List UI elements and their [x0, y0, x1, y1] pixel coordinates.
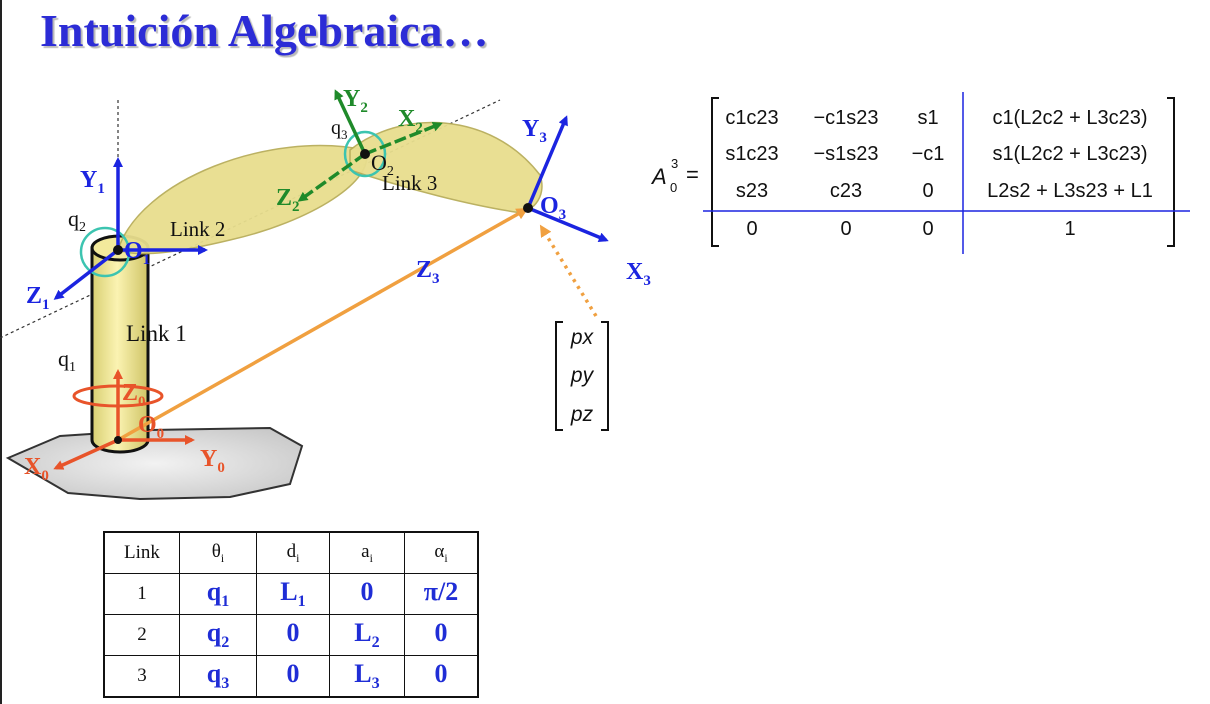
- z2-label: Z2: [276, 185, 300, 215]
- matrix-right-bracket: [1167, 97, 1175, 247]
- vector-left-bracket: [555, 321, 563, 431]
- matrix-cell: 1: [1064, 218, 1075, 240]
- matrix-cell: c23: [830, 180, 862, 202]
- table-header-row: Link θi di ai αi: [103, 531, 479, 574]
- cell-theta: q2: [179, 614, 257, 656]
- vector-cells: px py pz: [570, 326, 595, 426]
- y2-label: Y2: [343, 86, 368, 116]
- matrix-cell: 0: [746, 218, 757, 240]
- y3-axis: [526, 115, 568, 209]
- cell-a: 0: [329, 573, 405, 615]
- matrix-cell: 0: [840, 218, 851, 240]
- o0-label: O0: [138, 412, 164, 442]
- cell-d: 0: [256, 655, 330, 698]
- matrix-cell: s23: [736, 180, 768, 202]
- x0-label: X0: [24, 454, 49, 484]
- origin-2-dot: [360, 149, 370, 159]
- cell-theta: q1: [179, 573, 257, 615]
- y2-axis: [334, 89, 367, 155]
- origin-3-dot: [523, 203, 533, 213]
- y3-label: Y3: [522, 116, 547, 146]
- joint-q2-label: q2: [68, 206, 86, 235]
- matrix-cell: −c1s23: [813, 107, 878, 129]
- origin-0-dot: [114, 436, 122, 444]
- dh-parameter-table: Link θi di ai αi 1 q1 L1 0 π/2 2 q2 0 L2…: [103, 531, 479, 698]
- position-vector-arrow: [117, 208, 529, 442]
- cell-alpha: 0: [404, 614, 479, 656]
- link-1-shape: [90, 246, 150, 454]
- o3-label: O3: [540, 193, 566, 223]
- header-a: ai: [329, 531, 405, 574]
- x3-label: X3: [626, 259, 651, 289]
- joint-q1-label: q1: [58, 346, 76, 375]
- cell-a: L2: [329, 614, 405, 656]
- link-3-label: Link 3: [382, 171, 437, 195]
- z1-axis: [53, 248, 120, 300]
- cell-theta: q3: [179, 655, 257, 698]
- slide-left-border: [0, 0, 2, 704]
- matrix-equals: =: [686, 162, 699, 187]
- y0-label: Y0: [200, 446, 225, 476]
- position-pointer-arrow: [539, 224, 598, 317]
- cell-d: 0: [256, 614, 330, 656]
- matrix-cell: 0: [922, 180, 933, 202]
- table-row: 3 q3 0 L3 0: [103, 655, 479, 698]
- vector-cell: px: [570, 326, 595, 349]
- o2-label: O2: [371, 150, 394, 179]
- matrix-cell: c1c23: [725, 107, 778, 129]
- cell-link: 2: [103, 614, 180, 656]
- link-2-shape: [117, 144, 368, 255]
- origin-1-dot: [113, 245, 123, 255]
- matrix-cell: c1(L2c2 + L3c23): [992, 107, 1147, 129]
- header-alpha: αi: [404, 531, 479, 574]
- matrix-cell: s1c23: [725, 143, 778, 165]
- header-link: Link: [103, 531, 180, 574]
- cell-alpha: 0: [404, 655, 479, 698]
- link-1-label: Link 1: [126, 321, 187, 346]
- table-row: 1 q1 L1 0 π/2: [103, 573, 479, 615]
- joint-2-marker: [79, 226, 131, 278]
- matrix-cell: −c1: [912, 143, 945, 165]
- x2-axis: [364, 121, 443, 156]
- matrix-lhs-sub: 0: [670, 180, 677, 195]
- z1-label: Z1: [26, 283, 50, 313]
- matrix-lhs: A: [650, 164, 667, 189]
- x2-label: X2: [398, 106, 423, 136]
- cell-link: 1: [103, 573, 180, 615]
- cell-d: L1: [256, 573, 330, 615]
- position-column-vector: px py pz: [555, 321, 609, 431]
- o1-label: O1: [124, 238, 150, 268]
- matrix-cell: s1(L2c2 + L3c23): [992, 143, 1147, 165]
- z0-label: Z0: [122, 380, 146, 410]
- matrix-cell: 0: [922, 218, 933, 240]
- table-row: 2 q2 0 L2 0: [103, 614, 479, 656]
- link-2-label: Link 2: [170, 217, 225, 241]
- link-3-shape: [349, 121, 543, 214]
- cell-link: 3: [103, 655, 180, 698]
- z3-label: Z3: [416, 257, 440, 287]
- vector-cell: pz: [570, 403, 594, 426]
- header-theta: θi: [179, 531, 257, 574]
- slide-title: Intuición Algebraica…: [40, 5, 489, 56]
- matrix-cell: L2s2 + L3s23 + L1: [987, 180, 1153, 202]
- x0-axis: [53, 438, 119, 470]
- x3-axis: [527, 206, 609, 242]
- vector-right-bracket: [601, 321, 609, 431]
- matrix-cell: −s1s23: [813, 143, 878, 165]
- y1-label: Y1: [80, 167, 105, 197]
- cell-a: L3: [329, 655, 405, 698]
- z2-axis: [297, 152, 367, 202]
- matrix-left-bracket: [711, 97, 719, 247]
- cell-alpha: π/2: [404, 573, 479, 615]
- joint-3-marker: [343, 130, 387, 178]
- vector-cell: py: [570, 364, 595, 387]
- joint-q3-label: q3: [331, 117, 348, 142]
- matrix-cell: s1: [917, 107, 938, 129]
- matrix-lhs-sup: 3: [671, 156, 678, 171]
- header-d: di: [256, 531, 330, 574]
